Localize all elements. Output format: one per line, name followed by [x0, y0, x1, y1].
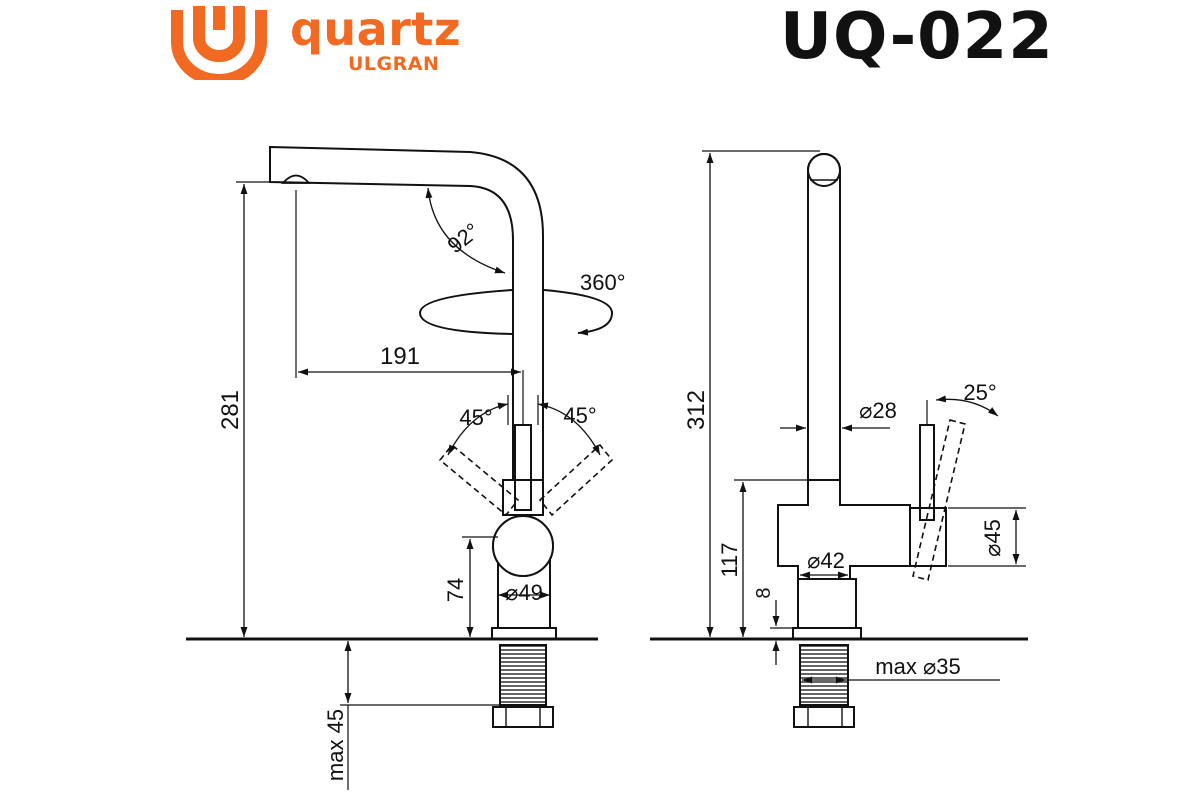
- dim-312: 312: [683, 390, 710, 430]
- dim-45-degrees-right: 45°: [563, 403, 596, 428]
- swivel-ellipse: [418, 289, 513, 335]
- dim-25-degrees: 25°: [963, 380, 996, 405]
- lever-right-position: [538, 443, 614, 517]
- dim-74: 74: [443, 578, 468, 602]
- dim-281: 281: [217, 390, 244, 430]
- dim-92-degrees: 92°: [443, 218, 485, 258]
- base-ring: [491, 627, 557, 640]
- dim-diameter-45: ⌀45: [980, 519, 1005, 557]
- spout-outline: [269, 145, 544, 481]
- quartz-logo-icon: [171, 6, 267, 80]
- mounting-thread: [499, 644, 547, 706]
- side-stem: [797, 578, 857, 629]
- dim-117: 117: [717, 542, 742, 577]
- front-view: [186, 145, 614, 790]
- dim-191: 191: [380, 343, 420, 370]
- dim-360-degrees: 360°: [580, 270, 626, 295]
- side-base-ring: [792, 627, 862, 640]
- side-mounting-nut: [793, 706, 855, 728]
- dim-diameter-49: ⌀49: [505, 580, 543, 605]
- dim-diameter-28: ⌀28: [859, 398, 897, 423]
- side-mounting-thread: [799, 644, 849, 706]
- dim-max-45: max 45: [323, 709, 348, 781]
- brand-subtitle: ULGRAN: [348, 53, 440, 75]
- dim-8: 8: [753, 587, 775, 598]
- side-lever: [919, 424, 935, 521]
- brand-name: quartz: [290, 2, 462, 56]
- dim-max-diameter-35: max ⌀35: [875, 654, 960, 679]
- model-number: UQ-022: [780, 0, 1054, 74]
- dim-diameter-42: ⌀42: [807, 548, 845, 573]
- dim-45-degrees-left: 45°: [459, 405, 492, 430]
- lever-handle: [514, 424, 532, 511]
- side-hub: [909, 507, 947, 567]
- side-tube-cap: [807, 153, 841, 187]
- side-view: [650, 150, 1028, 728]
- aerator: [281, 174, 311, 184]
- side-lever-alt-position: [912, 419, 966, 581]
- side-tube: [807, 153, 841, 481]
- mounting-nut: [492, 706, 554, 728]
